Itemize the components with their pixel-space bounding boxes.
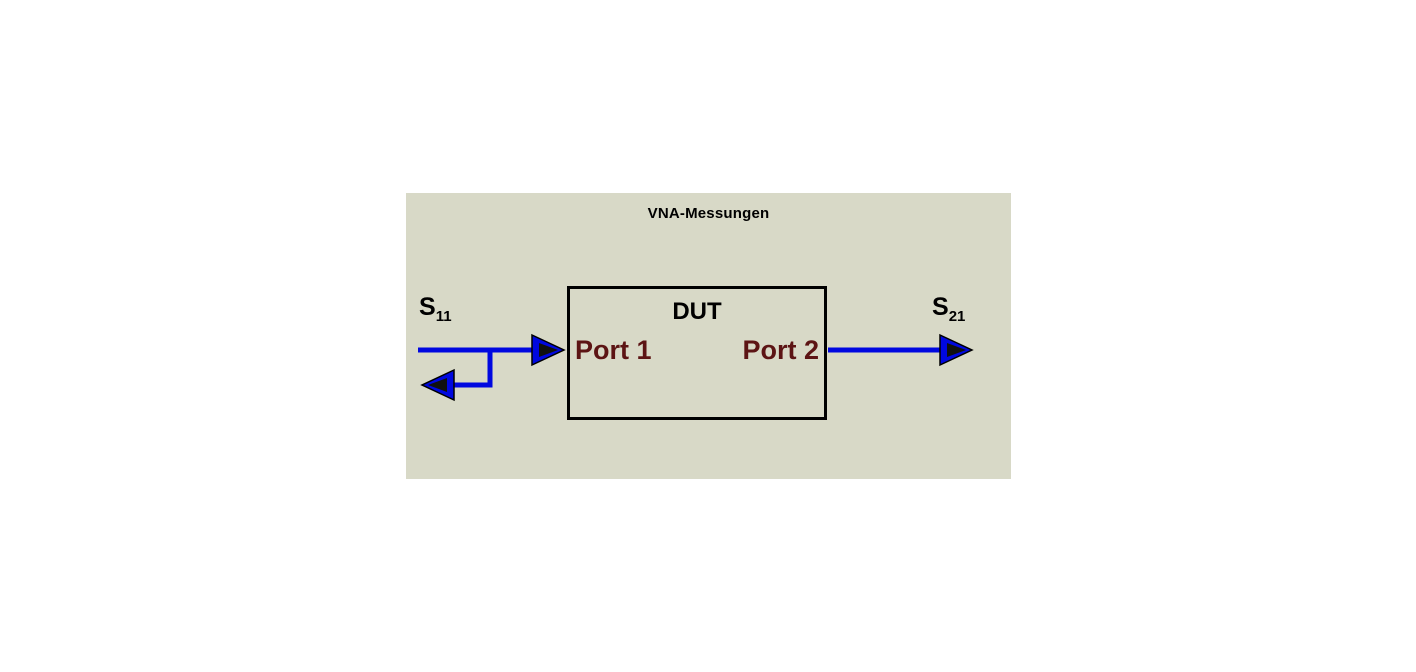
- port2-label: Port 2: [742, 335, 819, 365]
- dut-box: DUT Port 1 Port 2: [567, 286, 827, 420]
- panel-title: VNA-Messungen: [647, 205, 770, 222]
- dut-label: DUT: [672, 298, 722, 325]
- port1-label: Port 1: [575, 335, 652, 365]
- s11-label: S11: [419, 293, 452, 325]
- s21-label: S21: [932, 293, 965, 325]
- s11-subscript: 11: [435, 308, 452, 325]
- s21-subscript: 21: [948, 308, 966, 325]
- s11-base: S: [419, 293, 436, 321]
- s21-base: S: [932, 293, 949, 321]
- vna-panel: VNA-Messungen DUT Port 1 Port 2 S11 S21: [406, 193, 1011, 479]
